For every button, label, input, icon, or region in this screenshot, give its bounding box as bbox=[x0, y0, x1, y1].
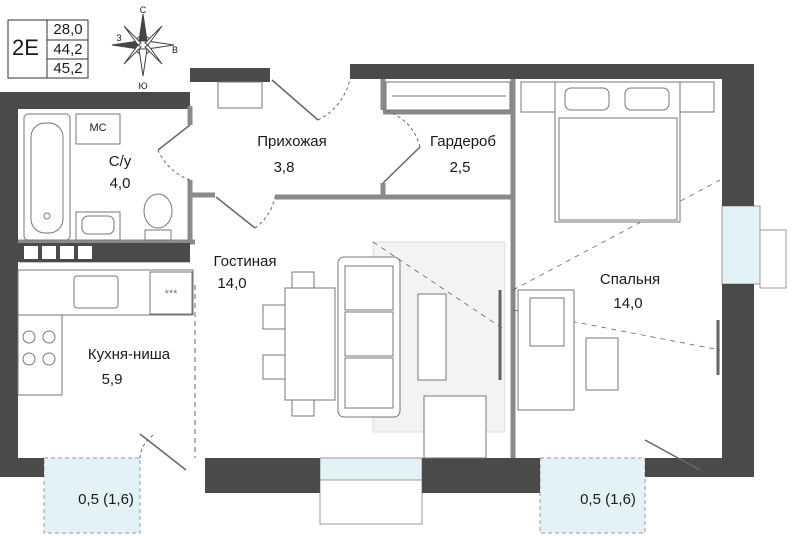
room-name-bedroom: Спальня bbox=[599, 271, 661, 288]
living-furniture bbox=[262, 256, 487, 459]
room-name-living: Гостиная bbox=[213, 253, 277, 270]
compass-icon bbox=[111, 13, 175, 77]
room-area-living: 14,0 bbox=[217, 275, 247, 292]
stove-marks: *** bbox=[164, 288, 178, 300]
wardrobe-rail bbox=[385, 81, 511, 111]
apartment-code: 2E bbox=[12, 35, 39, 60]
room-area-bathroom: 4,0 bbox=[109, 175, 131, 192]
balcony-left-area: 0,5 (1,6) bbox=[78, 491, 134, 508]
compass-south: Ю bbox=[138, 81, 148, 91]
apartment-area-total: 44,2 bbox=[53, 41, 83, 58]
room-area-hallway: 3,8 bbox=[273, 159, 295, 176]
apartment-info-box bbox=[7, 19, 89, 79]
doors bbox=[139, 78, 721, 471]
compass-west: З bbox=[116, 33, 122, 43]
washer-label: МС bbox=[89, 122, 107, 134]
apartment-area-full: 45,2 bbox=[53, 60, 83, 77]
room-name-hallway: Прихожая bbox=[257, 133, 327, 150]
room-name-kitchen: Кухня-ниша bbox=[87, 346, 171, 363]
apartment-area-living: 28,0 bbox=[53, 21, 83, 38]
balcony-right-area: 0,5 (1,6) bbox=[580, 491, 636, 508]
kitchen-fixtures bbox=[17, 269, 194, 396]
room-area-kitchen: 5,9 bbox=[101, 371, 123, 388]
room-name-bathroom: С/у bbox=[108, 153, 132, 170]
bedroom-furniture bbox=[517, 81, 715, 411]
balcony-glazing bbox=[43, 205, 787, 534]
hallway-appliance bbox=[217, 81, 263, 109]
compass-north: С bbox=[139, 5, 147, 15]
walls bbox=[0, 64, 754, 493]
room-area-wardrobe: 2,5 bbox=[449, 159, 471, 176]
bathroom-fixtures bbox=[23, 113, 173, 241]
compass-east: В bbox=[171, 45, 178, 55]
ventilation-shafts bbox=[18, 243, 190, 262]
room-area-bedroom: 14,0 bbox=[613, 295, 643, 312]
room-name-wardrobe: Гардероб bbox=[430, 133, 496, 150]
